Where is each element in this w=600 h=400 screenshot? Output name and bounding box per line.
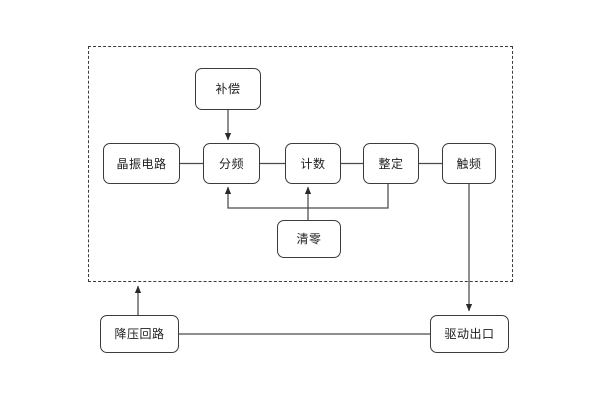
node-jiangya[interactable]: 降压回路 — [100, 315, 179, 353]
node-fenpin[interactable]: 分频 — [203, 143, 260, 184]
node-jingzhen[interactable]: 晶振电路 — [103, 143, 180, 184]
node-qudong[interactable]: 驱动出口 — [430, 315, 509, 353]
node-buchang[interactable]: 补偿 — [195, 68, 261, 110]
node-chupin[interactable]: 触频 — [442, 143, 496, 184]
node-qingling[interactable]: 清零 — [277, 220, 341, 258]
node-zhengding[interactable]: 整定 — [363, 143, 419, 184]
node-jishu[interactable]: 计数 — [285, 143, 341, 184]
dashed-group-container — [88, 46, 513, 282]
